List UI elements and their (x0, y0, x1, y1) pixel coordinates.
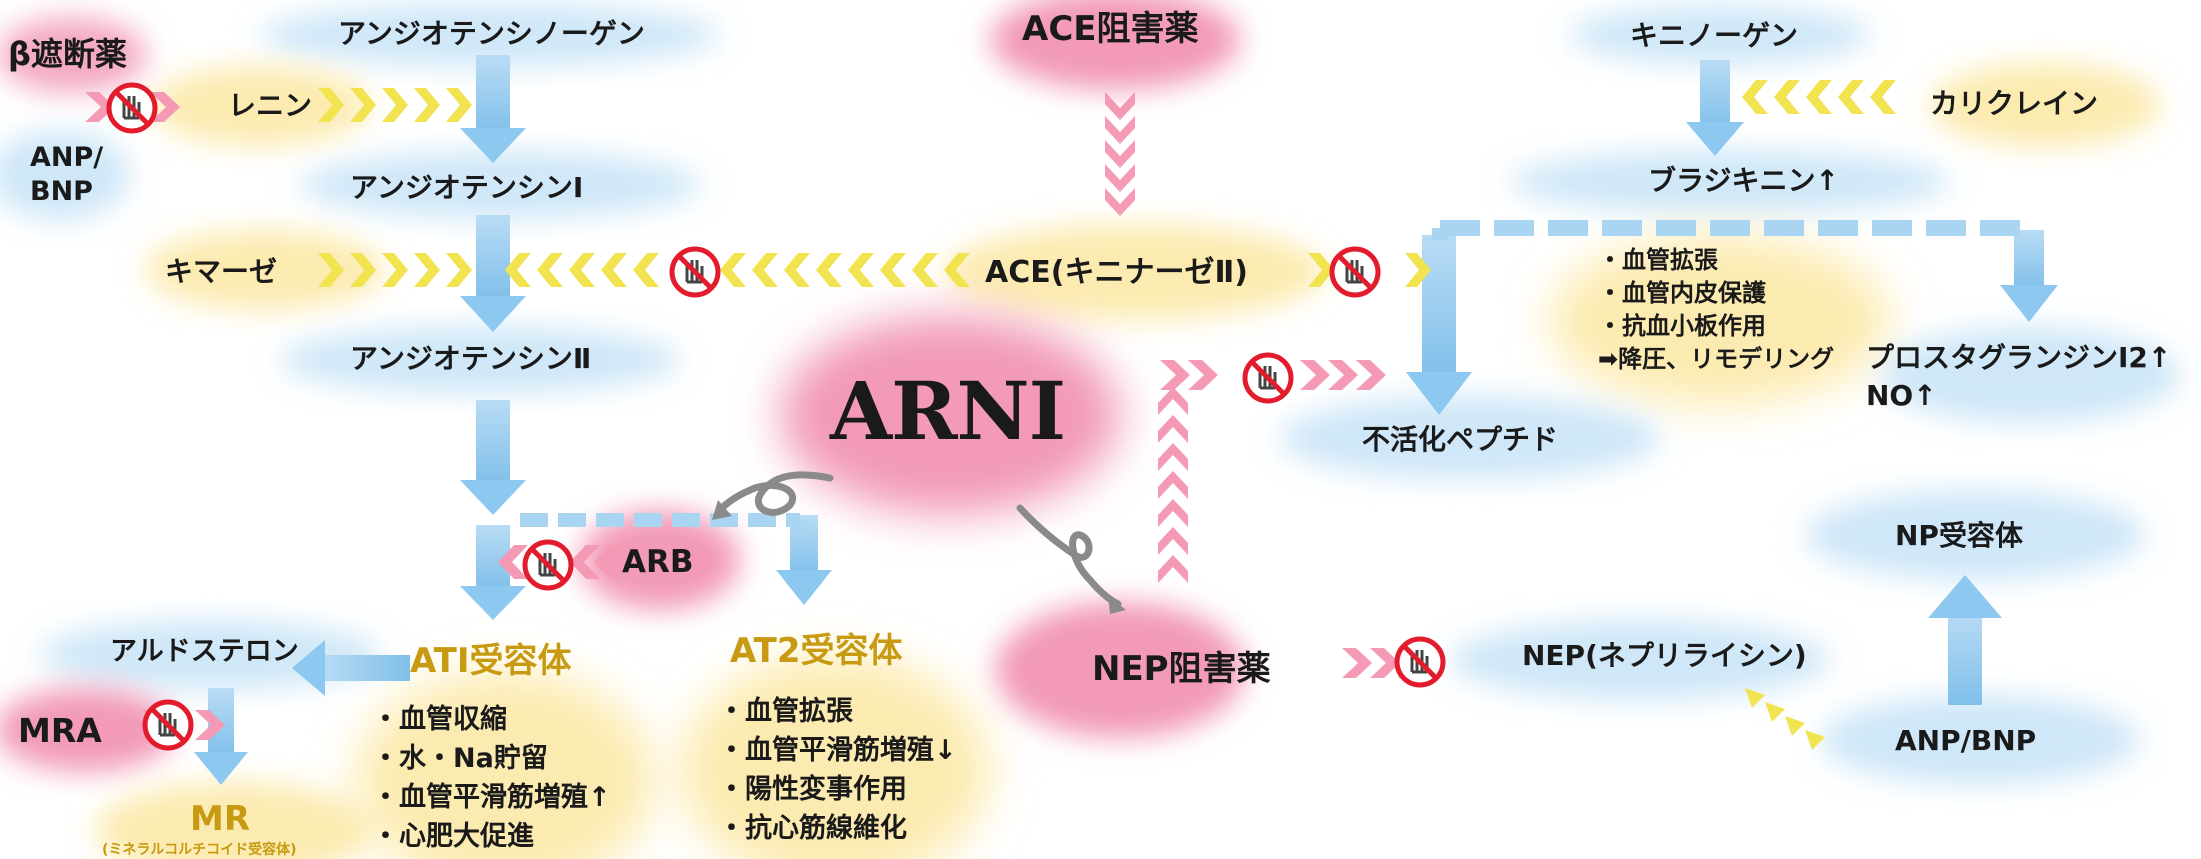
nep-inhibitor-label: NEP阻害薬 (1092, 649, 1271, 689)
list-item: ・血管内皮保護 (1598, 279, 1766, 307)
prohibited-hand-icon (106, 82, 1446, 751)
list-item: ・血管拡張 (1598, 246, 1718, 274)
at1-effects-list: ・血管収縮 ・水・Na貯留 ・血管平滑筋増殖↑ ・心肥大促進 (372, 700, 611, 856)
mr-sublabel: (ミネラルコルチコイド受容体) (102, 842, 297, 858)
arni-title: ARNI (830, 364, 1066, 458)
list-item: ・抗血小板作用 (1598, 312, 1766, 340)
at2-receptor-label: AT2受容体 (730, 631, 903, 671)
anp-bnp-right-label: ANP/BNP (1895, 724, 2037, 757)
renin-label: レニン (228, 89, 313, 122)
beta-blocker-label: β遮断薬 (8, 35, 127, 73)
mr-label: MR (190, 799, 251, 839)
bradykinin-label: ブラジキニン↑ (1648, 164, 1839, 197)
arb-chevrons (498, 545, 624, 579)
dashed-connectors (520, 220, 2030, 535)
list-item: ・血管平滑筋増殖↑ (372, 782, 611, 813)
kallikrein-label: カリクレイン (1930, 87, 2099, 120)
ace-inhibitor-label: ACE阻害薬 (1022, 9, 1199, 49)
prostaglandin-label-line1: プロスタグランジンI2↑ (1866, 341, 2172, 374)
bradykinin-effects-list: ・血管拡張 ・血管内皮保護 ・抗血小板作用 ➡降圧、リモデリング (1598, 244, 1834, 376)
list-item: ・抗心筋線維化 (718, 813, 907, 844)
np-receptor-label: NP受容体 (1895, 519, 2023, 552)
aldosterone-label: アルドステロン (110, 636, 299, 667)
arb-label: ARB (622, 544, 694, 580)
angiotensinogen-label: アンジオテンシノーゲン (338, 17, 645, 50)
mra-label: MRA (18, 711, 102, 750)
chymase-label: キマーゼ (165, 255, 278, 288)
prostaglandin-label-line2: NO↑ (1866, 379, 1937, 412)
ace-label: ACE(キニナーゼⅡ) (985, 255, 1248, 290)
nep-label: NEP(ネプリライシン) (1522, 639, 1807, 672)
blue-arrow-icon (194, 55, 2058, 785)
angiotensin-2-label: アンジオテンシンⅡ (350, 342, 592, 375)
inactive-peptide-label: 不活化ペプチド (1362, 423, 1559, 456)
kininogen-label: キニノーゲン (1630, 19, 1799, 52)
angiotensin-1-label: アンジオテンシンⅠ (350, 171, 584, 204)
list-item: ・水・Na貯留 (372, 743, 548, 774)
list-item: ・血管拡張 (718, 696, 853, 727)
anp-bnp-left-line2: BNP (30, 176, 93, 207)
at2-effects-list: ・血管拡張 ・血管平滑筋増殖↓ ・陽性変事作用 ・抗心筋線維化 (718, 692, 957, 848)
list-item: ➡降圧、リモデリング (1598, 345, 1835, 373)
anp-bnp-left-line1: ANP/ (30, 142, 104, 173)
yellow-chevron-icon (318, 80, 1896, 750)
arni-curly-arrows (712, 471, 1126, 614)
list-item: ・陽性変事作用 (718, 774, 907, 805)
at1-receptor-label: ATⅠ受容体 (410, 641, 572, 681)
list-item: ・血管平滑筋増殖↓ (718, 735, 957, 766)
list-item: ・心肥大促進 (372, 821, 534, 852)
list-item: ・血管収縮 (372, 704, 507, 735)
